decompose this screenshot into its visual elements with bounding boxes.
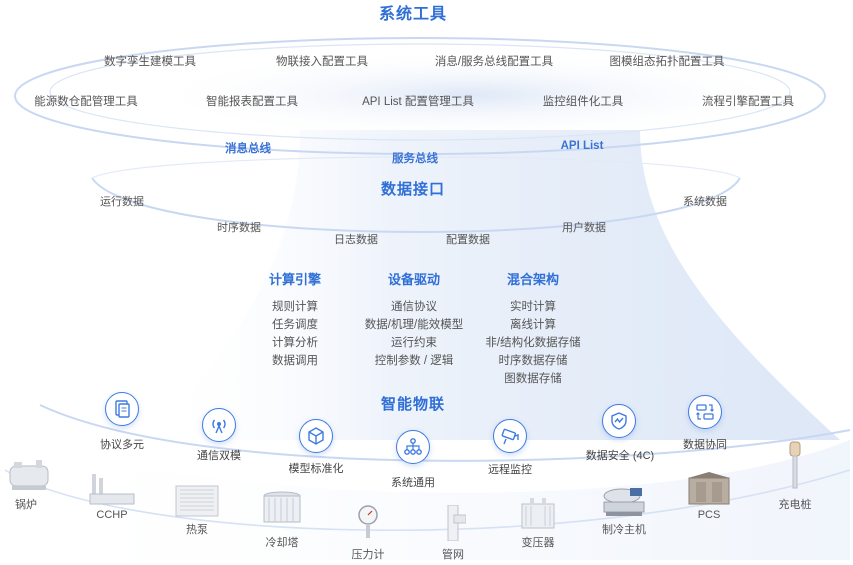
chiller-image [603,488,645,516]
column-hybrid-arch-title: 混合架构 [506,272,560,287]
pressure-gauge-image [358,505,378,538]
pipe-network-image [447,505,466,541]
list-item: 任务调度 [272,319,318,331]
iot-label-remote-monitor: 远程监控 [488,464,532,476]
iot-label-model-standard: 模型标准化 [288,463,344,475]
list-item: 运行约束 [390,337,437,349]
equipment-heat-pump: 热泵 [186,524,208,536]
pcs-image [688,472,730,505]
list-item: 图数据存储 [504,373,562,385]
iot-label-dual-mode: 通信双模 [197,450,241,462]
tool-digital-twin: 数字孪生建模工具 [104,56,196,68]
iot-label-data-collaboration: 数据协同 [683,439,727,451]
data-ring-back [91,156,741,179]
hierarchy-icon [396,430,430,464]
boiler-image [9,460,49,490]
tool-monitor-component: 监控组件化工具 [542,96,624,108]
tool-topology: 图模组态拓扑配置工具 [609,56,725,68]
list-item: 数据调用 [272,355,318,367]
equipment-boiler: 锅炉 [15,499,37,511]
column-hybrid-arch-list: 实时计算 离线计算 非/结构化数据存储 时序数据存储 图数据存储 [485,298,580,388]
list-item: 实时计算 [509,301,556,313]
list-item: 非/结构化数据存储 [485,337,581,349]
equipment-cchp: CCHP [96,509,128,521]
iot-label-protocol: 协议多元 [100,439,144,451]
data-ring [91,177,741,233]
data-user: 用户数据 [562,222,606,234]
equipment-transformer: 变压器 [521,537,555,549]
cube-icon [299,419,333,453]
column-device-driver-list: 通信协议 数据/机理/能效模型 运行约束 控制参数 / 逻辑 [365,298,463,370]
list-item: 通信协议 [390,301,437,313]
equipment-chiller: 制冷主机 [602,524,646,536]
tool-data-warehouse: 能源数仓配管理工具 [34,96,138,108]
list-item: 计算分析 [272,337,318,349]
tool-report: 智能报表配置工具 [206,96,298,108]
bus-message: 消息总线 [225,143,271,155]
sync-icon [688,395,722,429]
column-compute-engine-list: 规则计算 任务调度 计算分析 数据调用 [272,298,318,370]
document-stack-icon [105,392,139,426]
iot-title: 智能物联 [380,396,446,413]
equipment-pressure-gauge: 压力计 [351,549,385,561]
funnel-body [150,130,840,440]
column-compute-engine-title: 计算引擎 [268,272,322,287]
list-item: 时序数据存储 [498,355,568,367]
data-log: 日志数据 [334,234,378,246]
iot-label-system-general: 系统通用 [391,477,435,489]
top-ring-glow [140,50,800,140]
shield-icon [602,404,636,438]
bus-api-list: API List [560,140,604,152]
camera-icon [493,419,527,453]
tool-bus-config: 消息/服务总线配置工具 [434,56,554,68]
cchp-image [89,474,135,505]
equipment-cooling-tower: 冷却塔 [265,537,299,549]
equipment-pcs: PCS [697,509,721,521]
iot-label-data-security: 数据安全 (4C) [585,450,655,462]
list-item: 离线计算 [509,319,556,331]
tool-iot-access: 物联接入配置工具 [276,56,368,68]
page-title: 系统工具 [378,6,448,23]
list-item: 规则计算 [272,301,318,313]
equipment-charging-pile: 充电桩 [778,499,812,511]
iot-ring [39,404,851,462]
cooling-tower-image [263,491,301,523]
data-runtime: 运行数据 [100,196,144,208]
data-config: 配置数据 [446,234,490,246]
tool-api-list: API List 配置管理工具 [362,96,474,108]
charging-pile-image [789,441,801,489]
bus-service: 服务总线 [392,153,438,165]
list-item: 控制参数 / 逻辑 [374,355,454,367]
tools-ring-inner [49,43,791,141]
bottom-band [20,440,850,560]
list-item: 数据/机理/能效模型 [364,319,464,331]
data-interface-title: 数据接口 [380,181,446,198]
signal-tower-icon [202,408,236,442]
column-device-driver-title: 设备驱动 [387,272,441,287]
tools-ring-outer [14,37,826,155]
equipment-pipe-network: 管网 [442,549,464,561]
heat-pump-image [175,485,219,517]
tool-workflow: 流程引擎配置工具 [702,96,794,108]
data-system: 系统数据 [683,196,727,208]
data-timeseries: 时序数据 [217,222,261,234]
transformer-image [521,498,555,529]
